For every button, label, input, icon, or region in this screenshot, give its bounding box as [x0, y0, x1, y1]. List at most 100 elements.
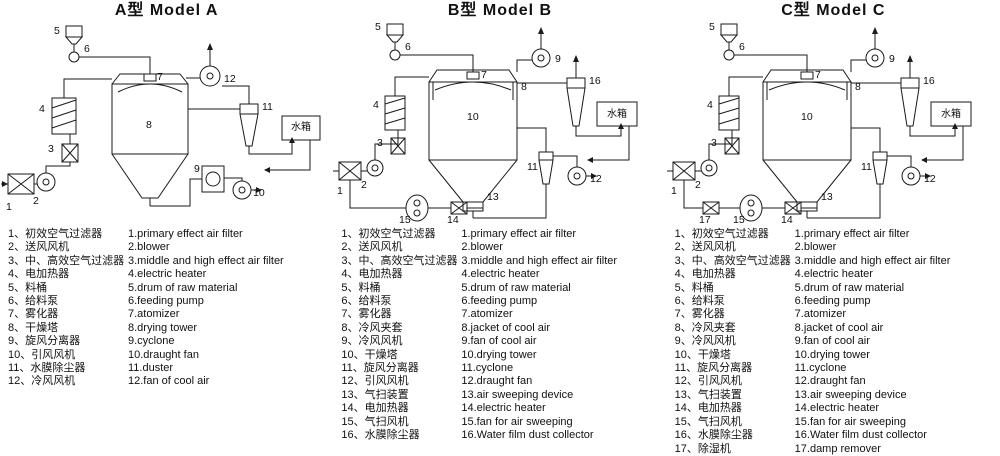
legend-item-cn: 2、送风风机 [8, 241, 70, 254]
diagram-callout-9: 9 [194, 163, 200, 175]
diagram-callout-3: 3 [711, 137, 717, 149]
legend-item-en: 2.blower [461, 241, 503, 254]
legend-item-en: 6.feeding pump [794, 295, 871, 308]
legend-item-cn: 1、初效空气过滤器 [341, 228, 436, 240]
legend-item-en: 11.duster [128, 362, 174, 375]
legend-item-cn: 3、中、高效空气过滤器 [674, 254, 791, 267]
diagram-callout-2: 2 [33, 195, 39, 207]
electric-heater-shape [718, 76, 763, 131]
flow-arrowheads [871, 27, 958, 179]
legend-item-cn: 10、干燥塔 [341, 348, 398, 361]
legend-item-en: 15.fan for air sweeping [461, 415, 573, 428]
diagram-callout-10: 10 [253, 187, 265, 199]
sweep-fan-shape [739, 194, 763, 222]
feed-drum-shape [386, 23, 405, 50]
legend-item-en: 6.feeding pump [461, 295, 538, 308]
legend-item-cn: 1、初效空气过滤器 [674, 228, 769, 240]
water-tank-label: 水箱 [607, 107, 627, 120]
diagram-callout-3: 3 [48, 143, 54, 155]
legend-item-en: 13.air sweeping device [794, 388, 907, 401]
air-sweeping-device-shape [462, 201, 484, 218]
diagram-callout-2: 2 [361, 179, 367, 191]
draught-fan-shape [224, 177, 258, 200]
diagram-callout-8: 8 [855, 81, 861, 93]
blower-shape [36, 162, 71, 192]
primary-filter-shape [1, 173, 37, 195]
model-a-title: A型 Model A [114, 2, 219, 19]
diagram-callout-12: 12 [224, 73, 236, 85]
legend-item-en: 9.cyclone [128, 335, 175, 348]
legend-item-cn: 5、料桶 [341, 281, 381, 294]
diagram-callout-16: 16 [923, 75, 935, 87]
legend-item-en: 3.middle and high effect air filter [461, 254, 618, 267]
high-effect-filter-shape [61, 134, 79, 163]
diagram-callout-4: 4 [39, 103, 45, 115]
water-tank-label: 水箱 [941, 107, 961, 120]
legend-item-en: 5.drum of raw material [794, 281, 905, 294]
diagram-callout-4: 4 [707, 99, 713, 111]
diagram-callout-5: 5 [54, 25, 60, 37]
legend-item-cn: 16、水膜除尘器 [674, 429, 753, 442]
drying-tower-shape [111, 73, 189, 206]
legend-item-en: 5.drum of raw material [128, 281, 238, 294]
legend-item-en: 3.middle and high effect air filter [128, 254, 284, 267]
legend-item-en: 8.drying tower [128, 321, 198, 334]
cool-air-fan-shape [186, 48, 221, 87]
legend-item-en: 8.jacket of cool air [794, 321, 884, 334]
model-b-title: B型 Model B [447, 2, 553, 19]
draught-fan-shape [553, 155, 596, 186]
diagram-callout-12: 12 [924, 173, 936, 185]
diagram-callout-4: 4 [373, 99, 379, 111]
legend-item-cn: 5、料桶 [674, 281, 714, 294]
diagram-callout-15: 15 [733, 214, 745, 224]
sweep-heater-shape [428, 201, 484, 215]
cool-air-fan-shape [850, 32, 885, 72]
legend-item-cn: 17、除湿机 [674, 442, 731, 455]
diagram-callout-15: 15 [399, 214, 411, 224]
legend-item-cn: 2、送风风机 [341, 241, 403, 254]
legend-item-cn: 16、水膜除尘器 [341, 429, 420, 442]
legend-item-cn: 10、干燥塔 [674, 348, 731, 361]
diagram-callout-14: 14 [447, 214, 459, 224]
water-film-duster-shape [188, 85, 259, 147]
legend-item-en: 7.atomizer [128, 308, 180, 321]
legend-item-en: 11.cyclone [794, 362, 847, 375]
diagram-callout-16: 16 [589, 75, 601, 87]
legend-item-cn: 15、气扫风机 [341, 415, 409, 428]
legend-item-en: 16.Water film dust collector [461, 429, 594, 442]
sweep-heater-shape [761, 201, 817, 215]
legend-item-cn: 14、电加热器 [674, 402, 742, 415]
diagram-callout-9: 9 [555, 53, 561, 65]
flow-arrowheads [2, 43, 295, 193]
diagram-callout-5: 5 [709, 21, 715, 33]
cool-air-fan-shape [516, 32, 551, 72]
legend-item-cn: 10、引风风机 [8, 348, 76, 361]
diagram-callout-12: 12 [590, 173, 602, 185]
legend-item-cn: 3、中、高效空气过滤器 [8, 254, 125, 267]
legend-item-cn: 9、冷风风机 [341, 335, 403, 348]
legend-item-cn: 1、初效空气过滤器 [8, 228, 103, 240]
feeding-pump-shape [389, 49, 474, 72]
legend-item-cn: 4、电加热器 [674, 268, 736, 281]
model-b-section: B型 Model B [333, 0, 666, 456]
diagram-callout-11: 11 [262, 101, 273, 113]
legend-item-cn: 11、水膜除尘器 [8, 362, 86, 375]
air-sweeping-device-shape [796, 201, 818, 218]
cyclone-shape [850, 127, 888, 185]
diagram-callout-17: 17 [699, 214, 711, 224]
legend-item-cn: 8、冷风夹套 [674, 321, 736, 334]
electric-heater-shape [51, 78, 112, 135]
draught-fan-shape [886, 155, 929, 186]
diagram-callout-10: 10 [467, 111, 479, 123]
legend-item-cn: 9、冷风风机 [674, 335, 736, 348]
diagram-callout-1: 1 [337, 185, 343, 197]
water-tank-label: 水箱 [291, 120, 311, 133]
